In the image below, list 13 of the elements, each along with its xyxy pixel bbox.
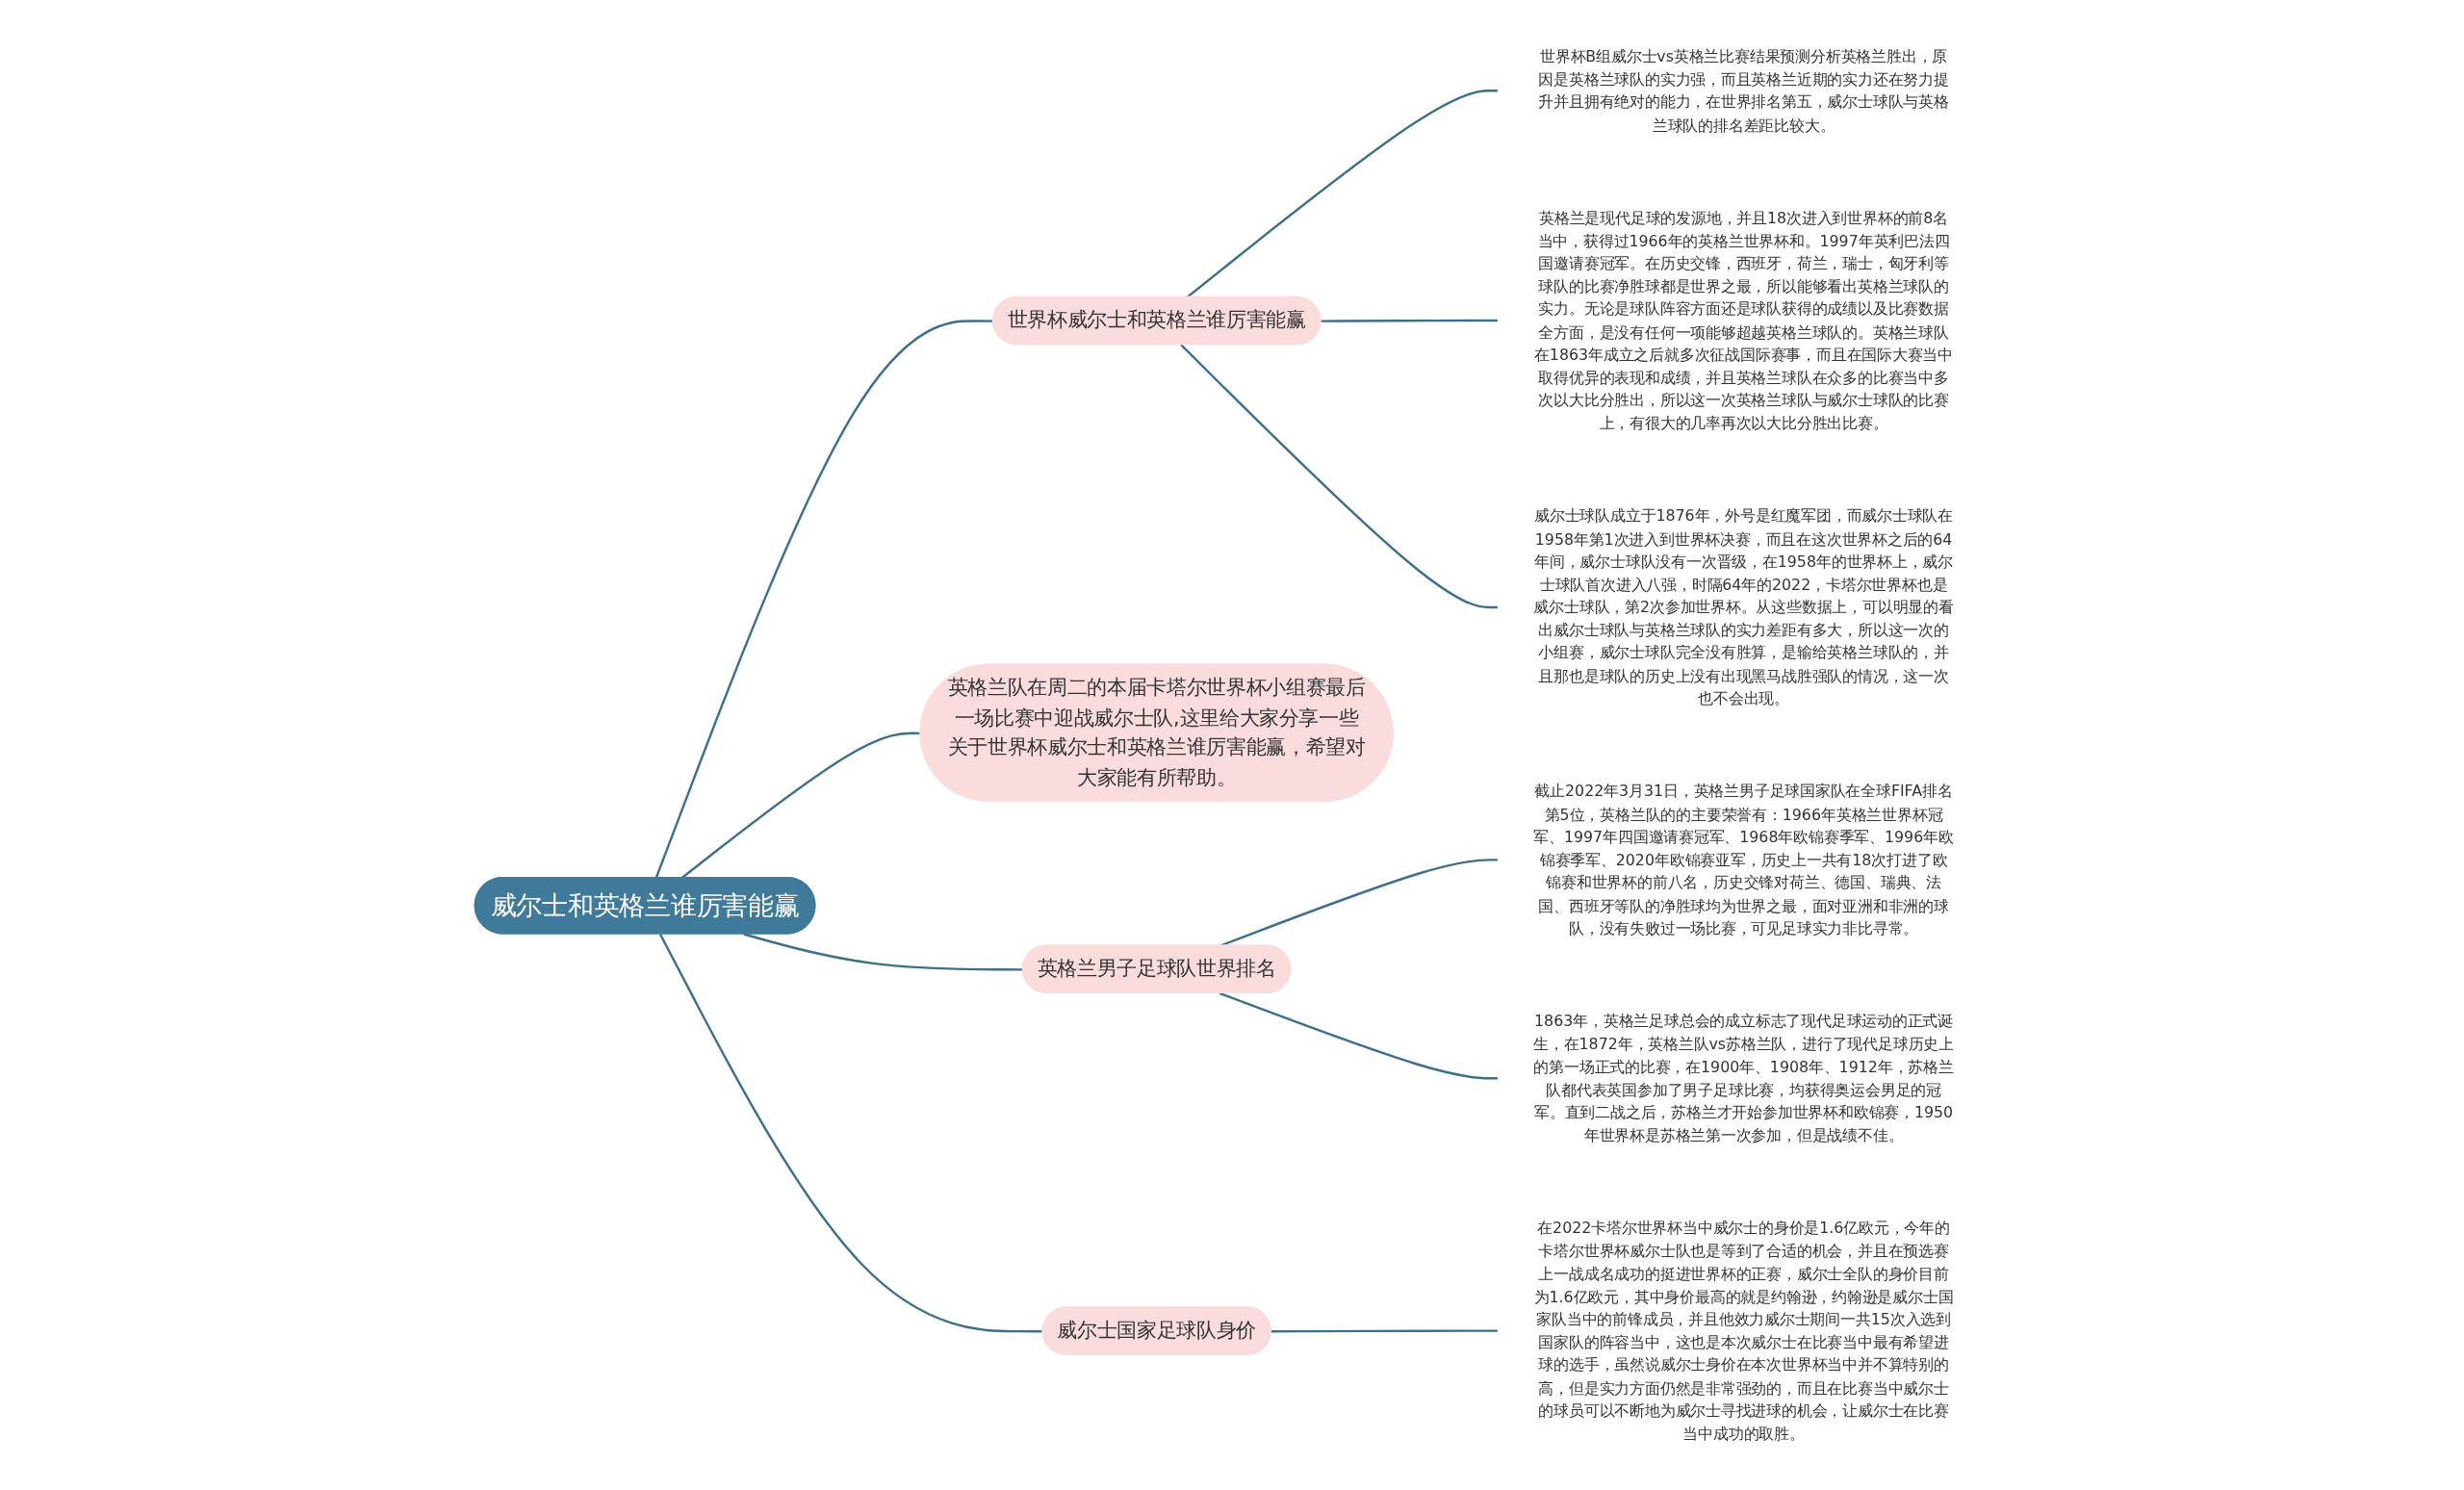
node-text: 威尔士球队成立于1876年，外号是红魔军团，而威尔士球队在1958年第1次进入到世界杯决赛，而且在这次世界杯之后的64年间，威尔士球队没有一次晋级，在1958年的世界杯上，威尔士球队首次进入八强，时隔64年的2022，卡塔尔世界杯也是威尔士球队，第2次参加世界杯。从这些数据上，可以明显的看出威尔士球队与英格兰球队的实力差距有多大，所以这一次的小组赛，威尔士球队完全没有胜算，是输给英格兰球队的，并且那也是球队的历史上没有出现黑马战胜强队的情况，这一次也不会出现。 (1533, 506, 1954, 707)
node-text: 截止2022年3月31日，英格兰男子足球国家队在全球FIFA排名第5位，英格兰队的的主要荣誉有：1966年英格兰世界杯冠军、1997年四国邀请赛冠军、1968年欧锦赛季军、1996年欧锦赛季军、2020年欧锦赛亚军，历史上一共有18次打进了欧锦赛和世界杯的前八名，历史交锋对荷兰、德国、瑞典、法国、西班牙等队的净胜球均为世界之最，面对亚洲和非洲的球队，没有失败过一场比赛，可见足球实力非比寻常。 (1533, 782, 1954, 938)
node-text: 英格兰是现代足球的发源地，并且18次进入到世界杯的前8名当中，获得过1966年的英格兰世界杯和。1997年英利巴法四国邀请赛冠军。在历史交锋，西班牙，荷兰，瑞士，匈牙利等球队的比赛净胜球都是世界之最，所以能够看出英格兰球队的实力。无论是球队阵容方面还是球队获得的成绩以及比赛数据全方面，是没有任何一项能够超越英格兰球队的。英格兰球队在1863年成立之后就多次征战国际赛事，而且在国际大赛当中取得优异的表现和成绩，并且英格兰球队在众多的比赛当中多次以大比分胜出，所以这一次英格兰球队与威尔士球队的比赛上，有很大的几率再次以大比分胜出比赛。 (1534, 209, 1954, 432)
connector (1219, 859, 1499, 947)
connector (1270, 1329, 1499, 1333)
node-text: 世界杯B组威尔士vs英格兰比赛结果预测分析英格兰胜出，原因是英格兰球队的实力强，而且英格兰近期的实力还在努力提升并且拥有绝对的能力，在世界排名第五，威尔士球队与英格兰球队的排名差距比较大。 (1538, 47, 1949, 134)
node-text: 在2022卡塔尔世界杯当中威尔士的身价是1.6亿欧元，今年的卡塔尔世界杯威尔士队也是等到了合适的机会，并且在预选赛上一战成名成功的挺进世界杯的正赛，威尔士全队的身价目前为1.6亿欧元，其中身价最高的就是约翰逊，约翰逊是威尔士国家队当中的前锋成员，并且他效力威尔士期间一共15次入选到国家队的阵容当中，这也是本次威尔士在比赛当中最有希望进球的选手，虽然说威尔士身价在本次世界杯当中并不算特别的高，但是实力方面仍然是非常强劲的，而且在比赛当中威尔士的球员可以不断地为威尔士寻找进球的机会，让威尔士在比赛当中成功的取胜。 (1533, 1219, 1954, 1443)
connector (658, 933, 1043, 1333)
node-text: 1863年，英格兰足球总会的成立标志了现代足球运动的正式诞生，在1872年，英格兰队vs苏格兰队，进行了现代足球历史上的第一场正式的比赛，在1900年、1908年、1912年，苏格兰队都代表英国参加了男子足球比赛，均获得奥运会男足的冠军。直到二战之后，苏格兰才开始参加世界杯和欧锦赛，1950年世界杯是苏格兰第一次参加，但是战绩不佳。 (1533, 1012, 1954, 1144)
connector (1186, 90, 1499, 298)
connector (1219, 991, 1499, 1080)
connector (1180, 344, 1499, 609)
connector (1321, 319, 1499, 322)
